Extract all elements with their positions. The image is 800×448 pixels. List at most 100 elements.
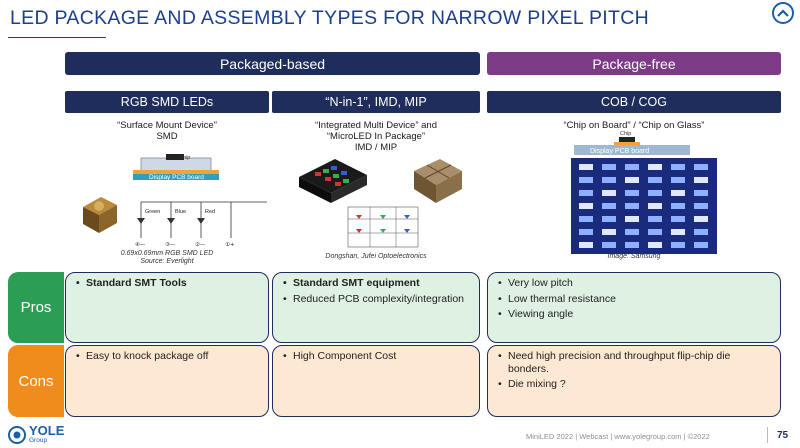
led-die [694, 177, 708, 183]
group-header-packaged: Packaged-based [65, 52, 480, 75]
logo-sub: Group [29, 437, 48, 444]
cob-package-diagram: Chip Display PCB board [574, 131, 690, 155]
pin-2-label: ②— [195, 241, 206, 248]
led-die [625, 190, 639, 196]
list-item: Reduced PCB complexity/integration [283, 293, 471, 306]
list-item: Need high precision and throughput flip-… [498, 350, 772, 375]
led-die [671, 216, 685, 222]
led-die [694, 203, 708, 209]
pros-cell-smd: Standard SMT Tools [65, 272, 269, 343]
cob-board-label: Display PCB board [590, 148, 649, 155]
smd-chip-label: Chip [179, 155, 190, 161]
group-header-package-free: Package-free [487, 52, 781, 75]
mip-package-photo [414, 159, 462, 203]
led-die [694, 190, 708, 196]
led-die [694, 229, 708, 235]
list-item: High Component Cost [283, 350, 471, 363]
pros-cell-cob: Very low pitch Low thermal resistance Vi… [487, 272, 781, 343]
smd-caption: 0.69x0.69mm RGB SMD LED Source: Everligh… [120, 250, 214, 265]
led-die [579, 216, 593, 222]
led-die [625, 229, 639, 235]
led-die [648, 242, 662, 248]
imd-schematic [347, 206, 419, 248]
led-die [694, 164, 708, 170]
yole-logo: YOLE Group [8, 423, 65, 444]
cob-illustration-area: “Chip on Board” / “Chip on Glass” Chip D… [487, 113, 781, 270]
led-die [579, 242, 593, 248]
red-label: Red [205, 209, 215, 215]
footer-divider [767, 427, 768, 443]
imd-package-render [299, 159, 367, 203]
list-item: Die mixing ? [498, 378, 772, 391]
led-die [602, 177, 616, 183]
led-die [625, 203, 639, 209]
led-die [671, 229, 685, 235]
smd-illustration-area: “Surface Mount Device” SMD Chip Display … [65, 113, 269, 270]
scroll-up-button[interactable] [772, 2, 794, 24]
list-item: Standard SMT Tools [76, 277, 260, 290]
led-die [648, 177, 662, 183]
led-die [579, 229, 593, 235]
list-item: Easy to knock package off [76, 350, 260, 363]
blue-label: Blue [175, 209, 186, 215]
imd-illustration-area: “Integrated Multi Device” and “MicroLED … [272, 113, 480, 270]
led-die [579, 164, 593, 170]
list-item: Very low pitch [498, 277, 772, 290]
led-die [648, 190, 662, 196]
logo-name: YOLE [29, 423, 65, 438]
led-die [602, 229, 616, 235]
slide-title: LED PACKAGE AND ASSEMBLY TYPES FOR NARRO… [10, 7, 649, 29]
led-die [648, 164, 662, 170]
cob-display-photo [571, 158, 717, 254]
column-header-rgb-smd: RGB SMD LEDs [65, 91, 269, 113]
list-item: Low thermal resistance [498, 293, 772, 306]
cons-cell-imd: High Component Cost [272, 345, 480, 417]
led-die [625, 177, 639, 183]
cob-caption: Image: Samsung [607, 253, 661, 260]
cons-row-label: Cons [8, 345, 64, 417]
smd-circuit-schematic: Green Blue Red ④— ③— ②— ①+ [135, 201, 267, 248]
imd-subtitle: “Integrated Multi Device” and “MicroLED … [315, 120, 437, 153]
led-die [671, 203, 685, 209]
led-die [694, 216, 708, 222]
led-die [625, 242, 639, 248]
led-die [694, 242, 708, 248]
smd-led-photo [83, 197, 117, 233]
led-die [579, 177, 593, 183]
pin-3-label: ③— [165, 242, 176, 248]
led-die [671, 190, 685, 196]
led-die [648, 203, 662, 209]
led-die [602, 164, 616, 170]
led-die [625, 216, 639, 222]
cons-cell-smd: Easy to knock package off [65, 345, 269, 417]
pros-cell-imd: Standard SMT equipment Reduced PCB compl… [272, 272, 480, 343]
pin-1-label: ①+ [225, 242, 235, 248]
pros-row-label: Pros [8, 272, 64, 343]
title-underline [8, 37, 106, 38]
led-die [602, 242, 616, 248]
footer-text: MiniLED 2022 | Webcast | www.yolegroup.c… [526, 432, 710, 441]
led-die [579, 203, 593, 209]
smd-subtitle: “Surface Mount Device” SMD [117, 120, 217, 142]
chevron-up-icon [777, 9, 789, 17]
led-die [602, 216, 616, 222]
led-die [602, 190, 616, 196]
led-die [602, 203, 616, 209]
led-die [579, 190, 593, 196]
led-die [671, 164, 685, 170]
yole-logo-icon [8, 425, 26, 444]
list-item: Standard SMT equipment [283, 277, 471, 290]
column-header-cob-cog: COB / COG [487, 91, 781, 113]
pin-4-label: ④— [135, 242, 146, 248]
list-item: Viewing angle [498, 308, 772, 321]
column-header-n-in-1: “N-in-1”, IMD, MIP [272, 91, 480, 113]
led-die [671, 177, 685, 183]
green-label: Green [145, 209, 160, 215]
led-die [625, 164, 639, 170]
cob-subtitle: “Chip on Board” / “Chip on Glass” [563, 120, 705, 131]
page-number: 75 [777, 430, 789, 441]
cob-chip-label: Chip [620, 131, 631, 137]
cons-cell-cob: Need high precision and throughput flip-… [487, 345, 781, 417]
led-die [648, 229, 662, 235]
led-die [648, 216, 662, 222]
